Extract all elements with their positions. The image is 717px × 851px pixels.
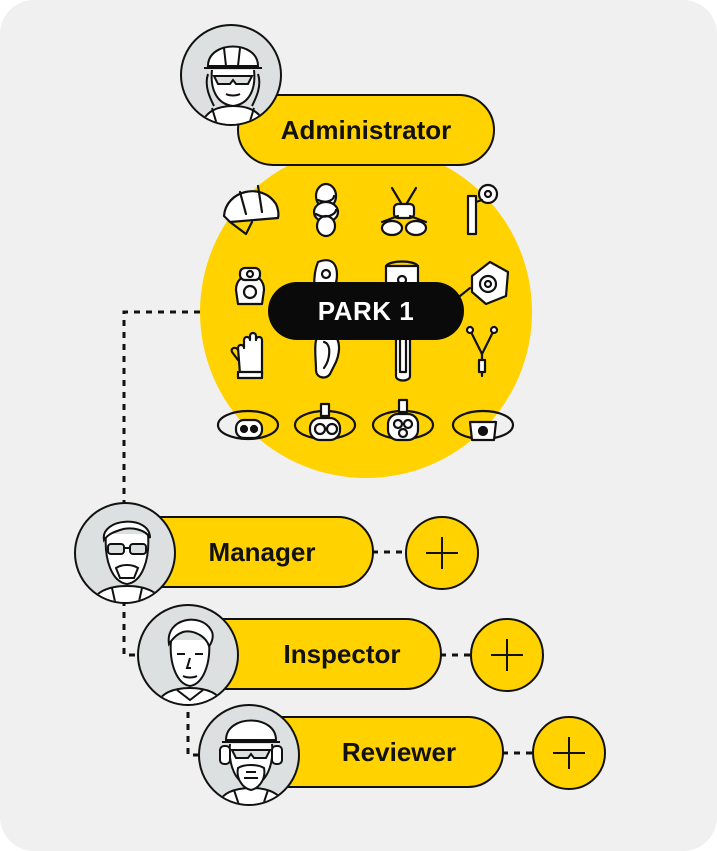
connector-manager-inspector [122,600,140,657]
rope-clamp-icon [458,260,510,306]
add-icon [491,639,523,671]
avatar-reviewer [198,704,300,806]
helmet-icon [222,184,280,236]
add-icon [553,737,585,769]
add-reviewer-button[interactable] [532,716,606,790]
park-label[interactable]: PARK 1 [268,282,464,340]
role-label-administrator: Administrator [280,114,452,145]
role-pill-administrator[interactable]: Administrator [237,94,495,166]
headlamp-icon [216,409,280,441]
anchor-icon [466,183,499,236]
avatar-inspector [137,604,239,706]
add-inspector-button[interactable] [470,618,544,692]
add-icon [426,537,458,569]
glove-icon [230,331,264,380]
connector-park-manager [122,310,200,512]
connector-inspector-reviewer [186,700,202,757]
avatar-administrator [180,24,282,126]
harness-icon [380,186,428,237]
connector-lines [122,310,532,757]
pulley-icon [234,266,266,306]
headlamp-icon [293,402,357,442]
add-manager-button[interactable] [405,516,479,590]
carabiner-icon [314,330,341,379]
lanyard-icon [465,325,499,378]
headlamp-icon [451,409,515,442]
role-label-reviewer: Reviewer [341,736,457,767]
role-label-inspector: Inspector [283,638,401,669]
role-label-manager: Manager [208,536,316,567]
headlamp-icon [371,398,435,442]
avatar-manager [74,502,176,604]
park-label-text: PARK 1 [317,295,415,326]
rope-icon [312,182,340,238]
